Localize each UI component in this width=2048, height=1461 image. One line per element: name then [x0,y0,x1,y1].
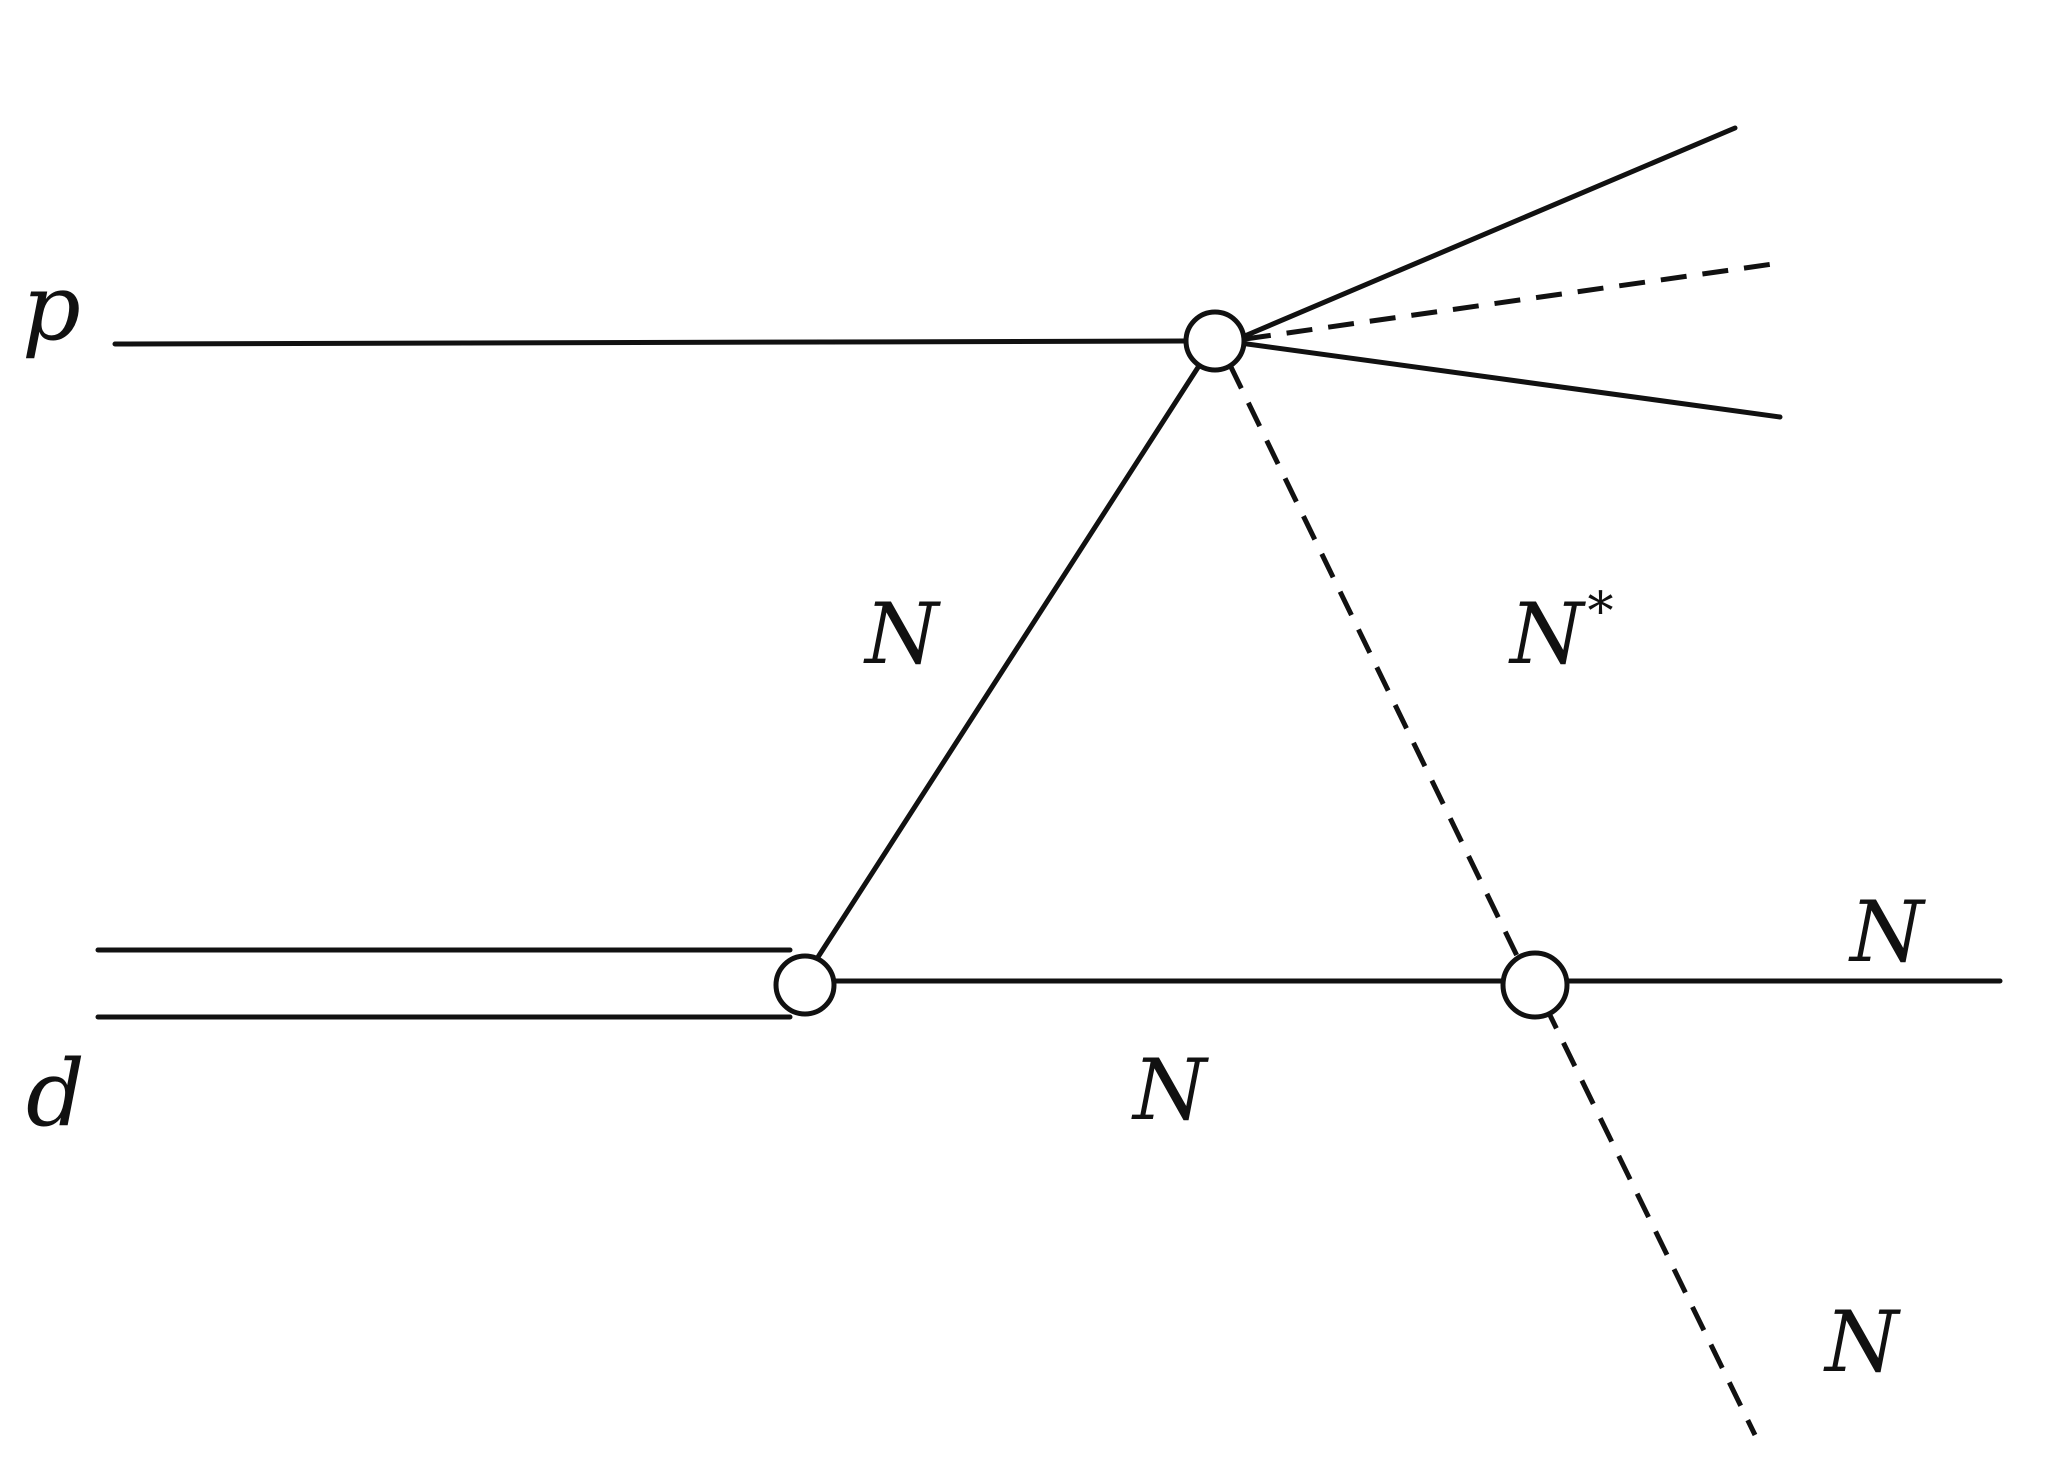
nucleon-exchange-line [797,338,1218,988]
proton-incoming-line [112,338,1188,347]
nucleon-lower-label: N [1133,1041,1207,1139]
resonance-dashed-line [1227,363,1523,964]
outgoing-dashed-line [1542,1003,1758,1437]
resonance-label: N* [1510,586,1614,676]
proton-label: p [22,254,81,361]
outgoing-lower-line [1237,340,1783,420]
outgoing-middle-dashed-line [1244,260,1781,342]
deuteron-label: d [26,1040,85,1147]
resonance-label-main: N [1510,585,1584,683]
resonance-label-superscript: * [1587,582,1614,642]
nucleon-exchange-label: N [865,585,939,683]
lower-left-vertex [773,953,837,1017]
nucleon-outgoing-bottom-label: N [1825,1293,1899,1391]
nucleon-outgoing-right-label: N [1850,883,1924,981]
outgoing-upper-line [1237,125,1738,341]
upper-vertex [1183,309,1247,373]
lower-right-vertex [1500,950,1570,1020]
